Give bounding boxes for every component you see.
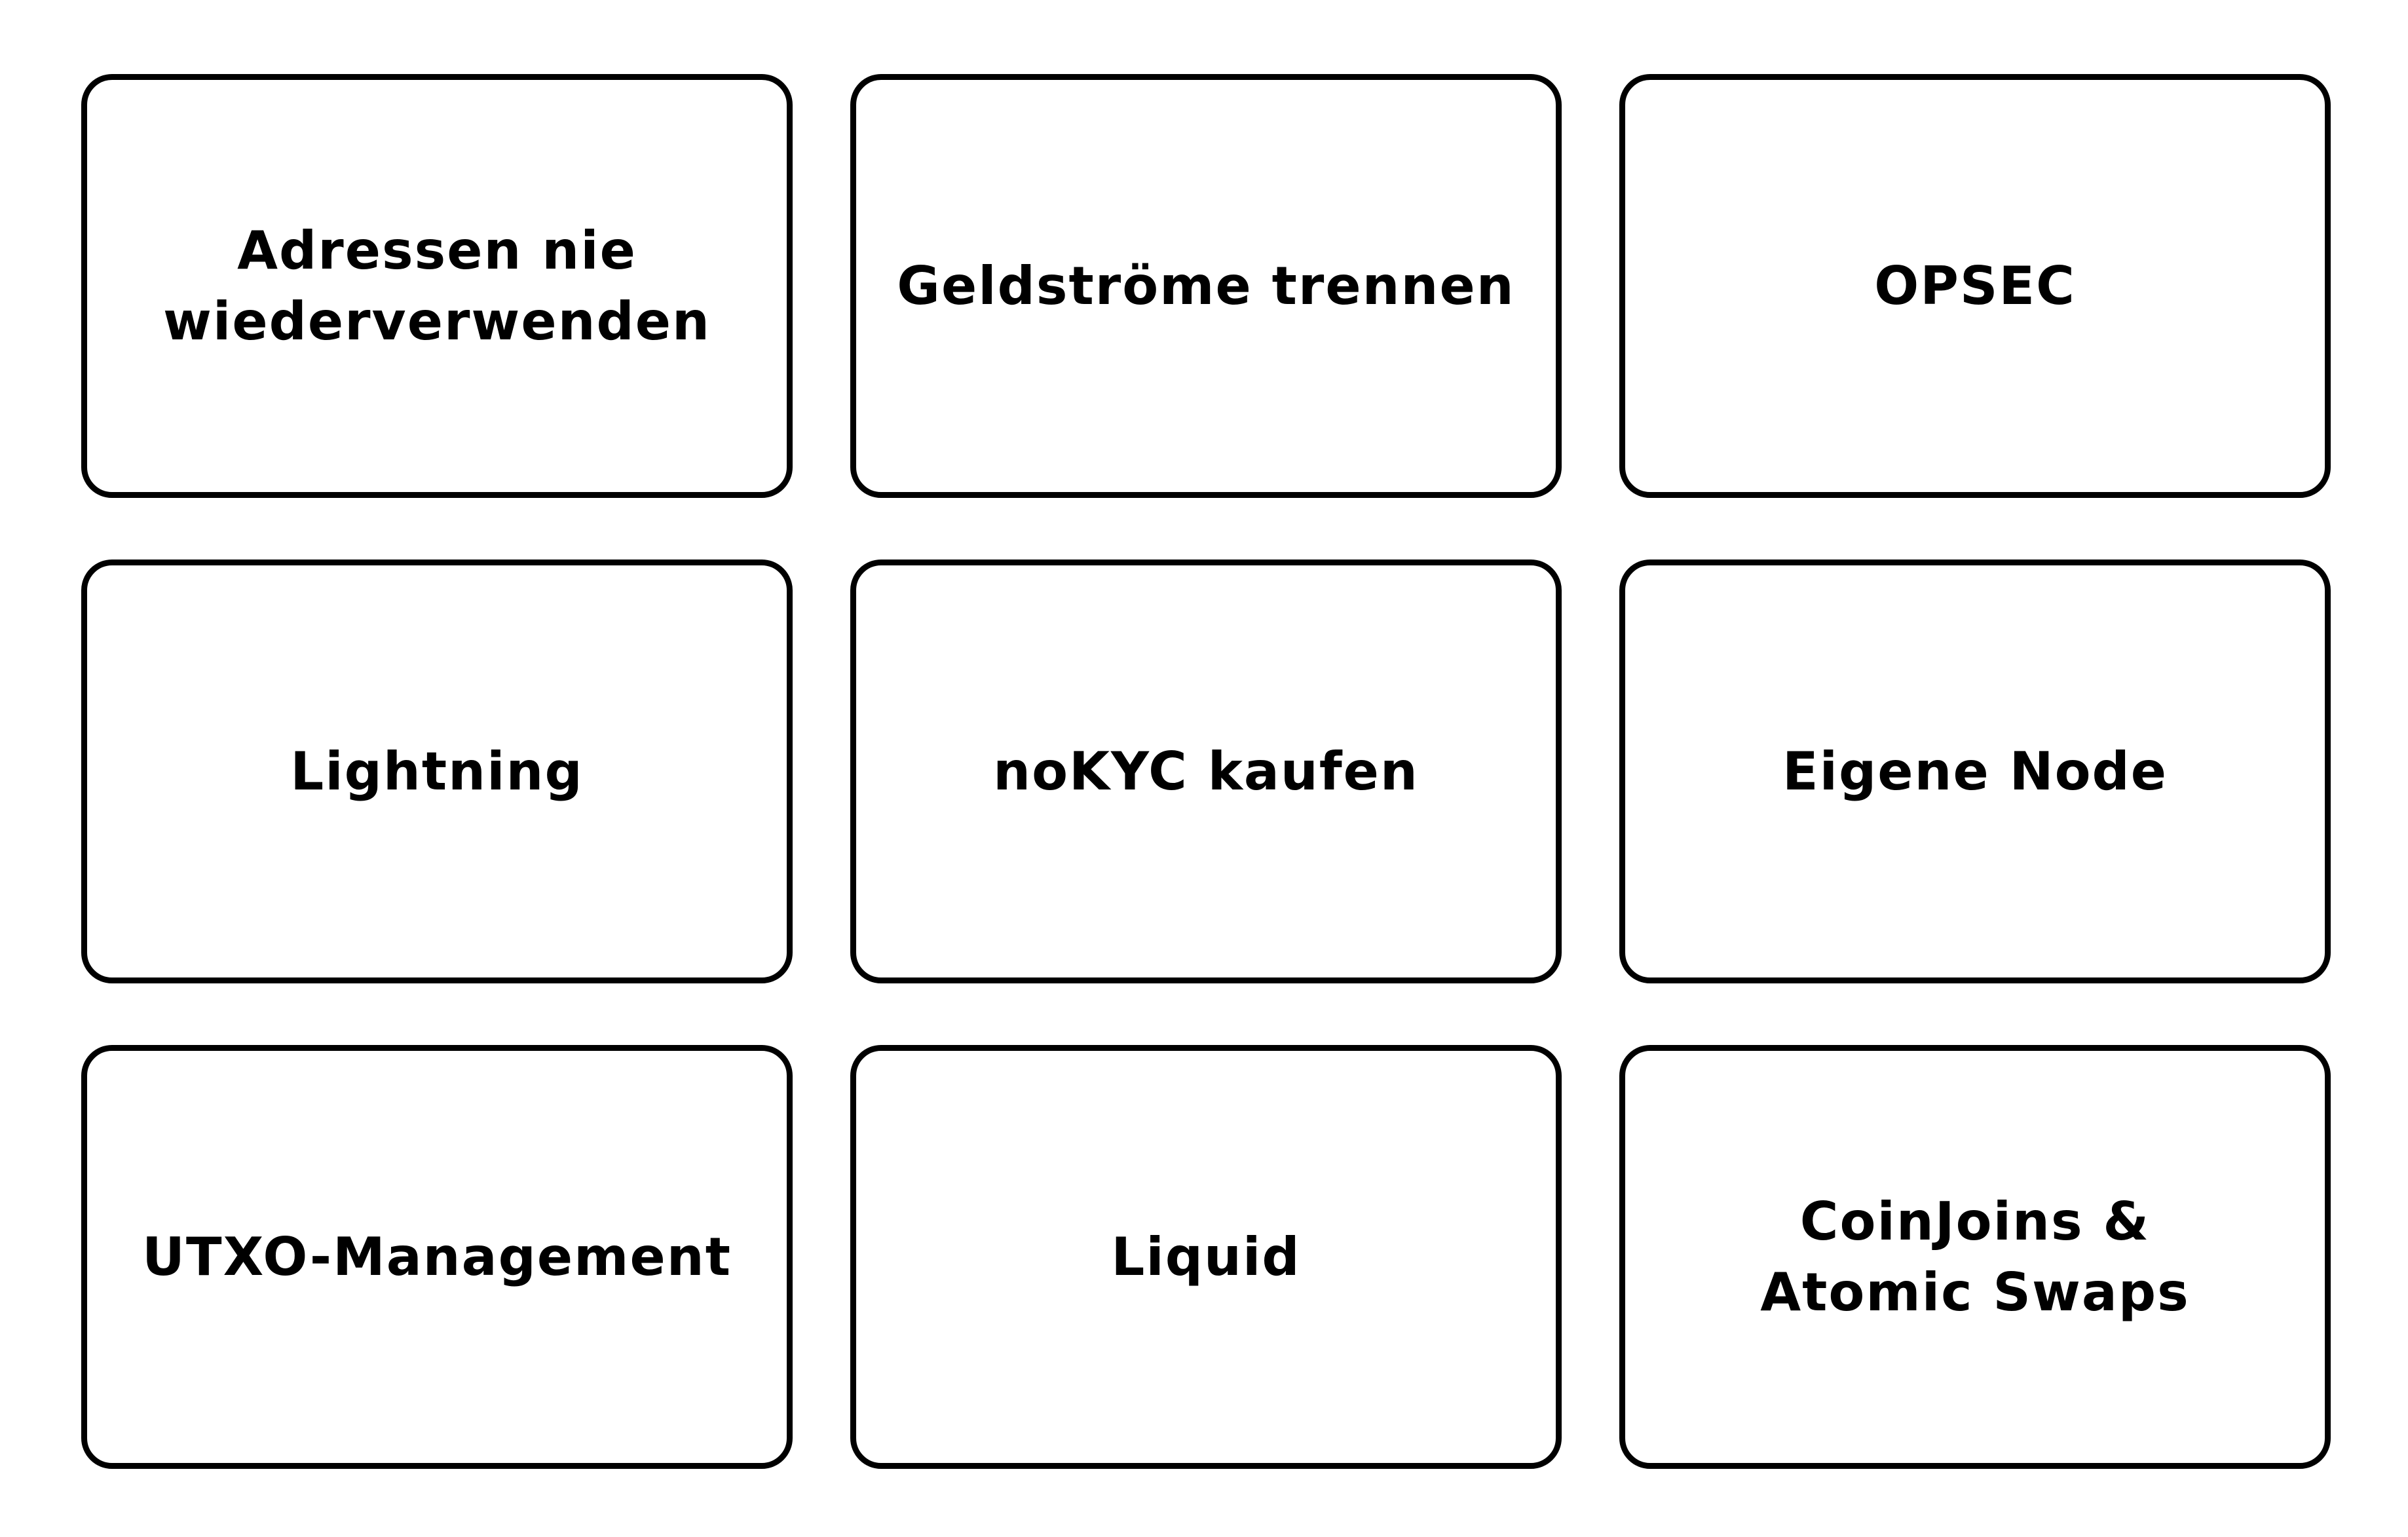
privacy-practices-grid: Adressen nie wiederverwenden Geldströme … [81,74,2331,1469]
card-label: Adressen nie wiederverwenden [162,219,711,352]
card-lightning: Lightning [81,560,793,983]
card-label: Lightning [290,740,584,802]
card-label: Eigene Node [1782,740,2168,802]
card-opsec: OPSEC [1619,74,2331,498]
card-label: Liquid [1111,1226,1301,1287]
card-separate-flows: Geldströme trennen [850,74,1562,498]
card-utxo-management: UTXO-Management [81,1045,793,1469]
card-label: OPSEC [1874,255,2076,316]
card-address-reuse: Adressen nie wiederverwenden [81,74,793,498]
card-label: CoinJoins & Atomic Swaps [1760,1190,2190,1323]
card-coinjoins: CoinJoins & Atomic Swaps [1619,1045,2331,1469]
card-own-node: Eigene Node [1619,560,2331,983]
card-liquid: Liquid [850,1045,1562,1469]
card-label: Geldströme trennen [897,255,1515,316]
card-label: UTXO-Management [142,1226,732,1287]
card-label: noKYC kaufen [993,740,1419,802]
card-nokyc: noKYC kaufen [850,560,1562,983]
